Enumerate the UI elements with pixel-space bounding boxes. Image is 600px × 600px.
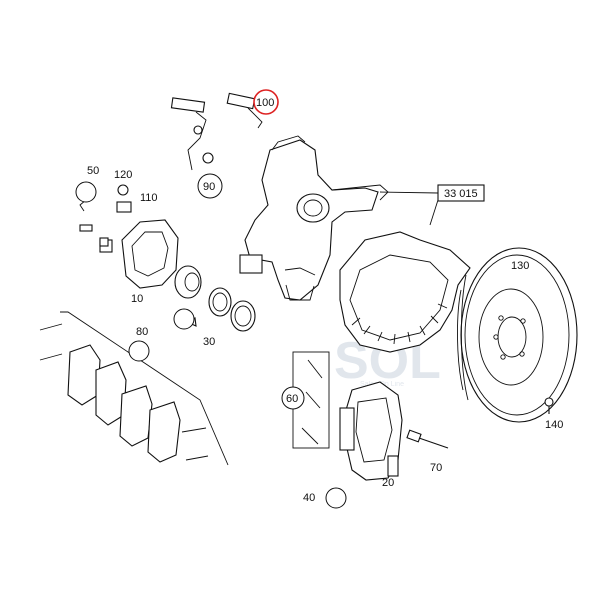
small-hardware <box>79 184 132 247</box>
callout-80: 80 <box>136 326 148 338</box>
bolt <box>406 429 449 449</box>
callout-60-ring <box>281 386 305 410</box>
brake-caliper-rear <box>339 381 403 481</box>
dust-shield <box>339 231 471 353</box>
brake-caliper-front <box>99 219 179 289</box>
callout-60: 60 <box>286 393 298 405</box>
callout-110: 110 <box>140 192 158 204</box>
reference-label: 33 015 <box>444 188 478 200</box>
steering-knuckle <box>239 135 389 301</box>
callout-140: 140 <box>545 419 563 431</box>
callout-labels: 10 20 30 40 50 60 70 80 90 100 110 120 1… <box>75 89 563 509</box>
callout-120: 120 <box>114 169 132 181</box>
callout-90-ring <box>197 173 223 199</box>
wear-sensor <box>170 92 263 171</box>
screw <box>544 397 554 414</box>
callout-80-ring <box>128 340 150 362</box>
callout-20: 20 <box>382 477 394 489</box>
callout-10: 10 <box>131 293 143 305</box>
reference-box: 33 015 <box>379 184 485 226</box>
callout-100: 100 <box>256 97 274 109</box>
callout-30: 30 <box>203 336 215 348</box>
wheel-bearing-set <box>174 265 256 332</box>
callout-70: 70 <box>430 462 442 474</box>
callout-50: 50 <box>87 165 99 177</box>
callout-130: 130 <box>511 260 529 272</box>
callout-30-ring <box>173 308 195 330</box>
callout-50-ring <box>75 181 97 203</box>
brake-pads <box>39 311 229 466</box>
callout-40: 40 <box>303 492 315 504</box>
callout-90: 90 <box>203 181 215 193</box>
brake-disc <box>457 247 578 423</box>
callout-100-ring <box>253 89 279 115</box>
callout-40-ring <box>325 487 347 509</box>
